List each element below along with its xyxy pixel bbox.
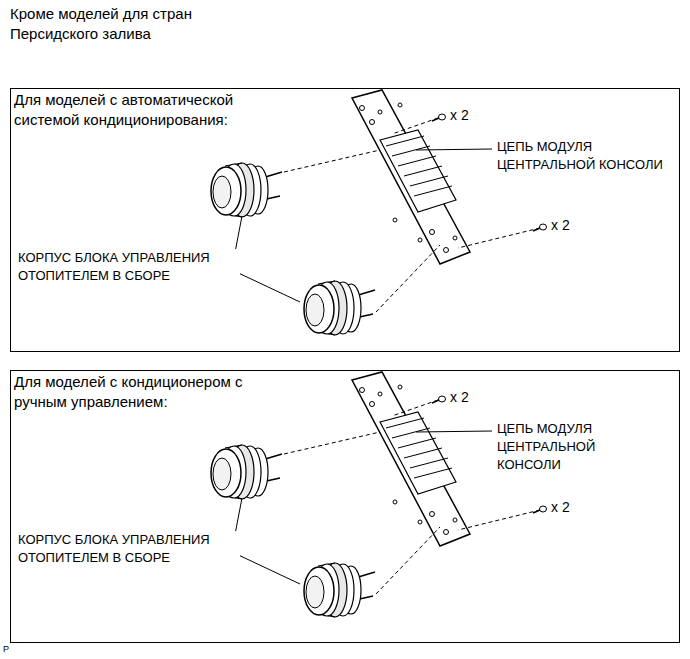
page-title: Кроме моделей для стран Персидского зали… (10, 4, 215, 44)
panel-heading: Для моделей с автоматической системой ко… (14, 90, 276, 130)
quantity-note: x 2 (551, 498, 570, 516)
part-name: ЦЕПЬ МОДУЛЯ ЦЕНТРАЛЬНОЙ КОНСОЛИ (497, 420, 615, 474)
leader-lines (232, 149, 492, 584)
part-name: ЦЕПЬ МОДУЛЯ ЦЕНТРАЛЬНОЙ КОНСОЛИ (497, 138, 679, 174)
part-name: КОРПУС БЛОКА УПРАВЛЕНИЯ ОТОПИТЕЛЕМ В СБО… (18, 531, 240, 567)
quantity-note: x 2 (551, 216, 570, 234)
variant-panel: Для моделей с автоматической системой ко… (10, 88, 680, 352)
part-name: КОРПУС БЛОКА УПРАВЛЕНИЯ ОТОПИТЕЛЕМ В СБО… (18, 249, 240, 285)
panel-heading: Для моделей с кондиционером с ручным упр… (14, 372, 262, 412)
quantity-note: x 2 (450, 388, 469, 406)
figure-code: P (3, 644, 9, 655)
variant-panel: Для моделей с кондиционером с ручным упр… (10, 370, 680, 643)
quantity-note: x 2 (450, 106, 469, 124)
